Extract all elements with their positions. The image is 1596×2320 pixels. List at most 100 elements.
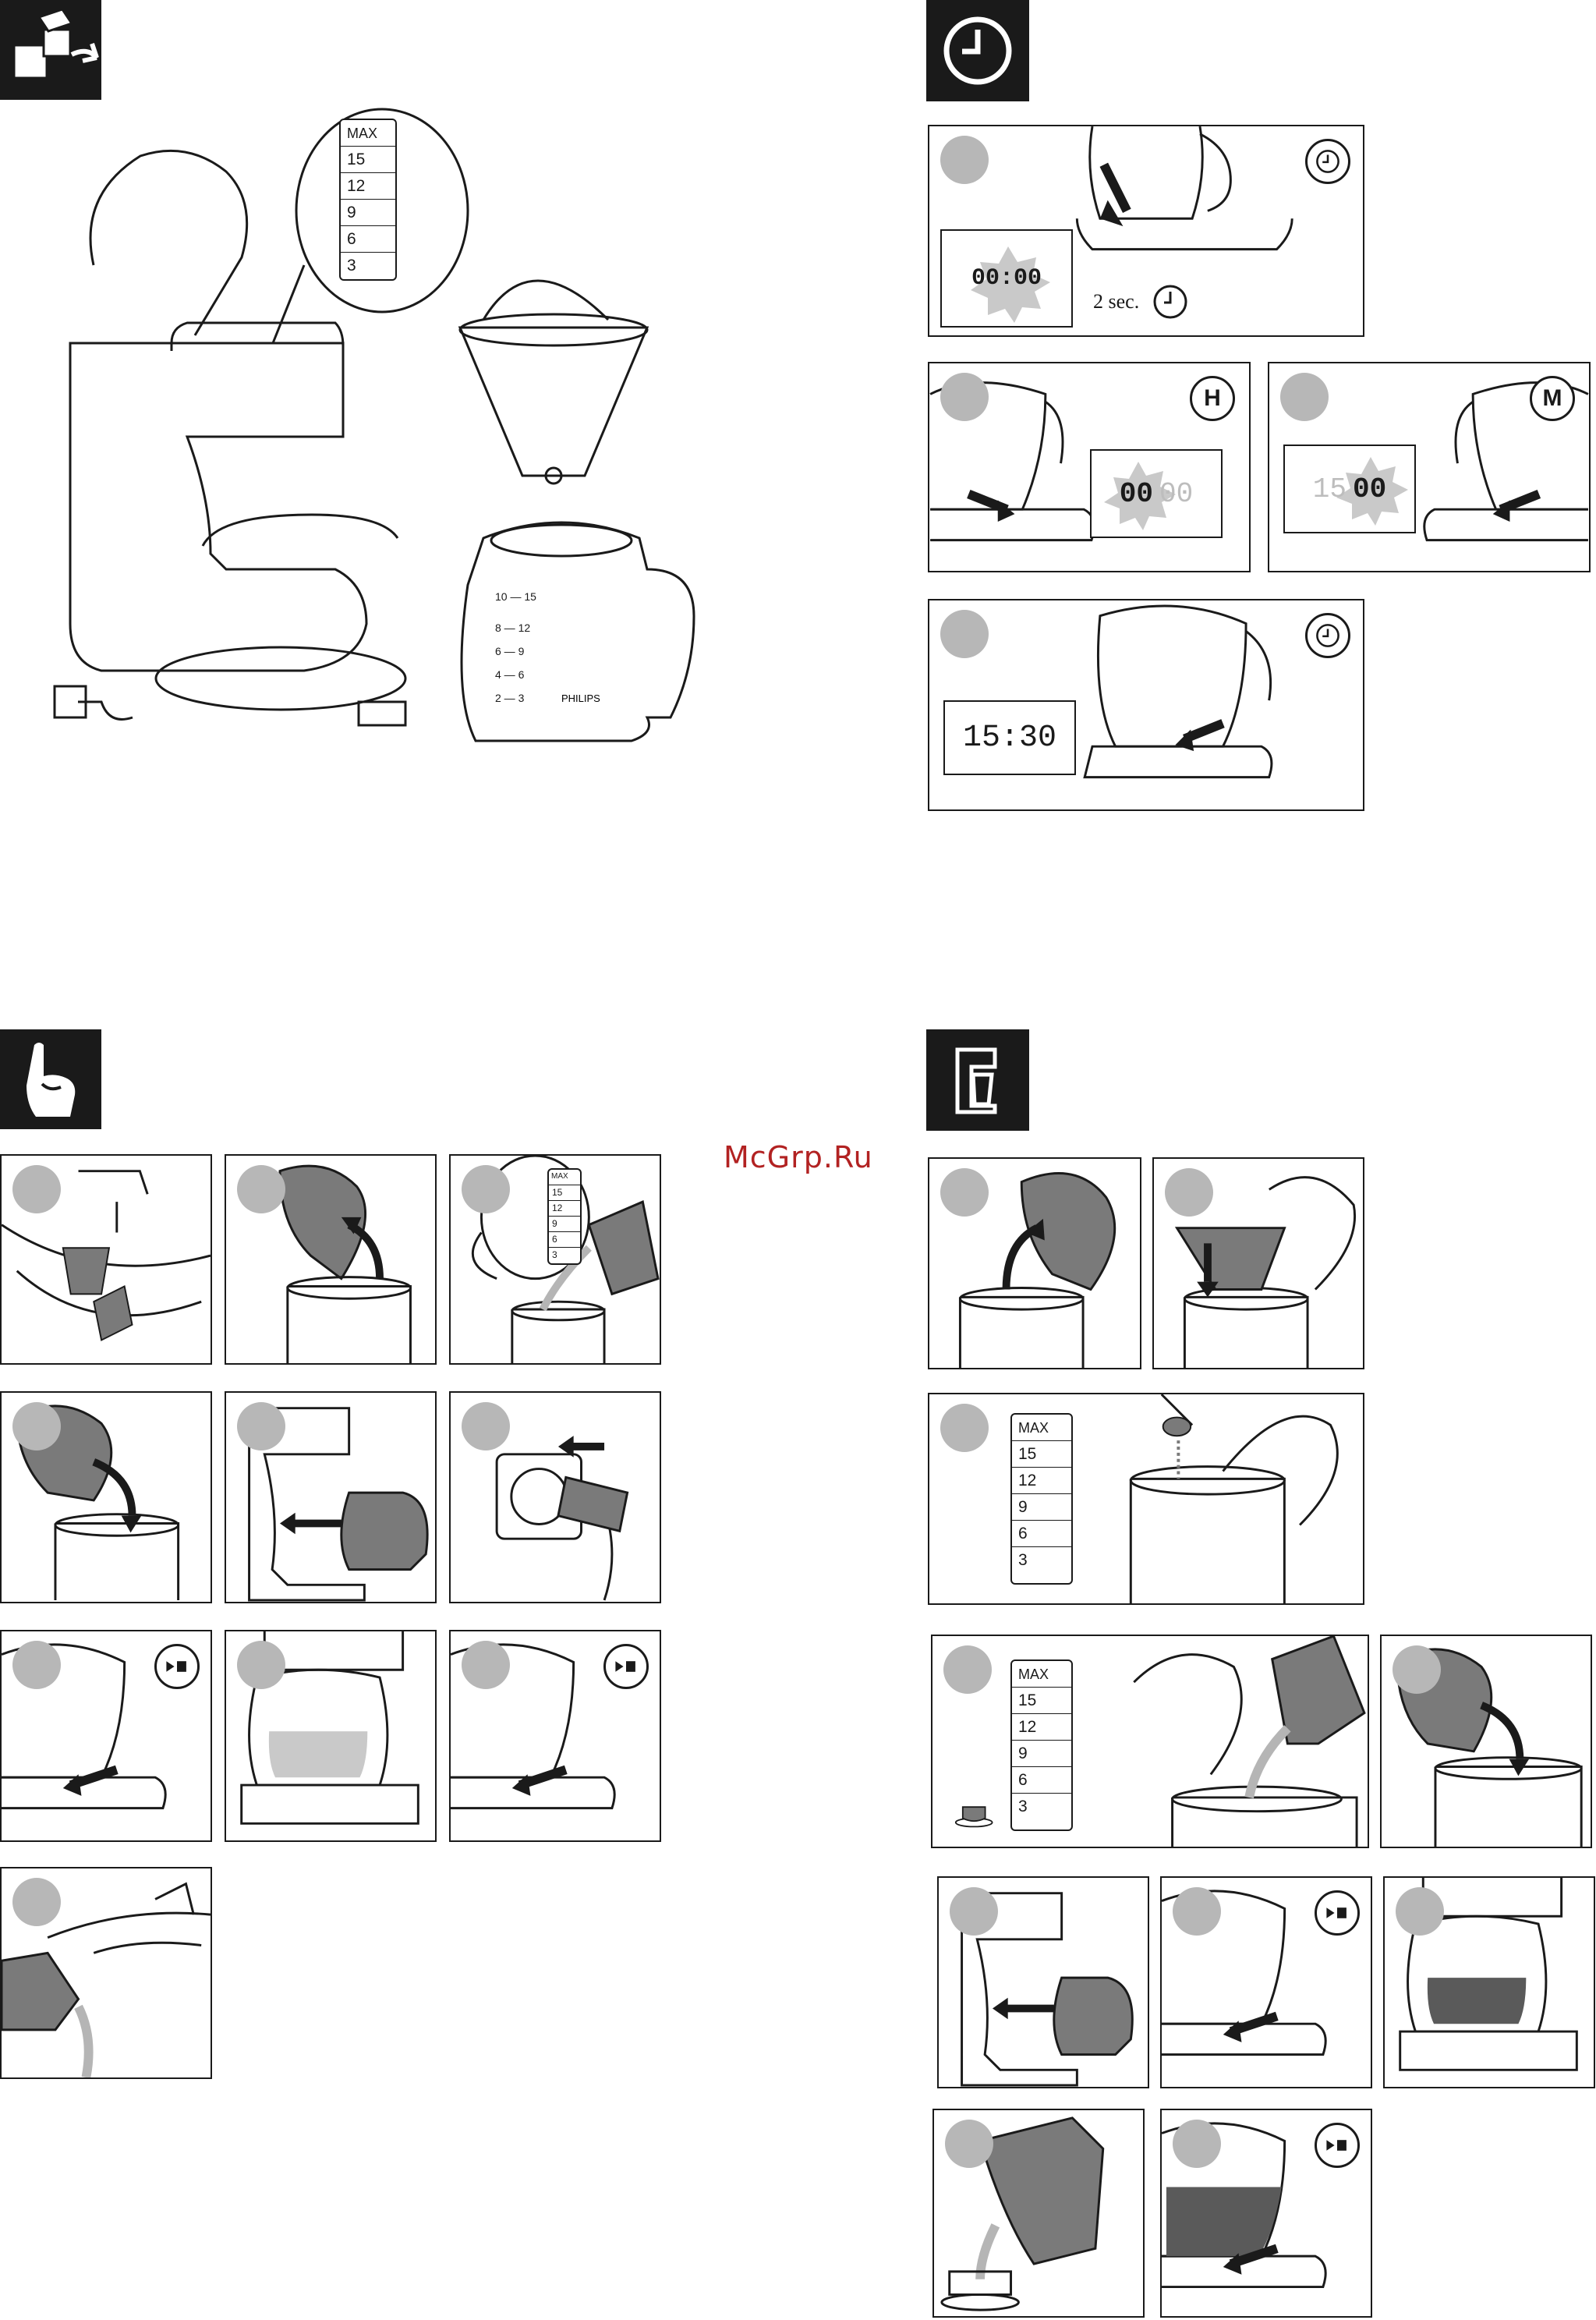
first-use-water-scale: MAX 15 12 9 6 3	[547, 1168, 582, 1265]
step-number-dot	[950, 1887, 998, 1936]
unpack-section-icon	[0, 0, 101, 100]
display-hours-dim: 15	[1313, 473, 1347, 505]
scale-level-12: 12	[1012, 1714, 1071, 1741]
scale-level-3: 3	[341, 253, 395, 279]
step-number-dot	[237, 1402, 285, 1450]
scale-level-12: 12	[549, 1201, 580, 1217]
start-stop-button-badge	[154, 1644, 200, 1689]
brew-step-add-coffee: MAX 15 12 9 6 3	[928, 1393, 1364, 1605]
first-use-step-place-jug	[225, 1391, 437, 1603]
brew-coffee-scale: MAX 15 12 9 6 3	[1010, 1413, 1073, 1585]
scale-max-label: MAX	[1012, 1415, 1071, 1441]
hold-duration-label: 2 sec.	[1093, 290, 1139, 313]
scale-level-12: 12	[1012, 1468, 1071, 1494]
jug-brand-text: PHILIPS	[561, 692, 600, 704]
step-number-dot	[943, 1645, 992, 1694]
brewing-section-icon	[926, 1029, 1029, 1131]
blink-starburst-icon	[1092, 451, 1224, 540]
clock-step-2: H 00 00	[928, 362, 1251, 572]
first-use-step-close-lid	[0, 1391, 212, 1603]
step-number-dot	[462, 1641, 510, 1689]
first-use-step-open-lid	[225, 1154, 437, 1365]
scale-level-6: 6	[341, 226, 395, 253]
clock-step-1: 00:00 2 sec.	[928, 125, 1364, 337]
first-use-step-rinse	[0, 1154, 212, 1365]
brew-step-insert-filter	[1152, 1157, 1364, 1369]
step-number-dot	[940, 1404, 989, 1452]
play-stop-icon	[1324, 2138, 1350, 2152]
first-use-step-stop	[449, 1630, 661, 1842]
scale-level-12: 12	[341, 173, 395, 200]
display-time: 15:30	[963, 721, 1056, 756]
clock-icon	[1315, 148, 1341, 175]
start-stop-button-badge	[1315, 2123, 1360, 2168]
play-stop-icon	[613, 1659, 639, 1674]
clock-icon	[1315, 622, 1341, 649]
scale-level-3: 3	[1012, 1547, 1071, 1574]
first-use-step-plug-in	[449, 1391, 661, 1603]
step-number-dot	[945, 2120, 993, 2168]
brew-step-place-jug	[937, 1876, 1149, 2088]
add-coffee-illustration	[929, 1394, 1363, 1603]
hour-button-badge: H	[1190, 376, 1235, 421]
scale-level-9: 9	[1012, 1494, 1071, 1521]
brew-step-pour-water: MAX 15 12 9 6 3	[931, 1635, 1369, 1848]
pointing-hand-icon	[0, 1029, 101, 1129]
first-use-section-icon	[0, 1029, 101, 1129]
scale-level-6: 6	[549, 1232, 580, 1248]
brew-water-scale: MAX 15 12 9 6 3	[1010, 1659, 1073, 1831]
step-number-dot	[1173, 1887, 1221, 1936]
scale-max-label: MAX	[1012, 1661, 1071, 1688]
brew-step-stop	[1160, 2109, 1372, 2318]
svg-text:8 — 12: 8 — 12	[495, 622, 530, 634]
coffee-cup-icon	[954, 1801, 996, 1829]
first-use-step-empty-jug	[0, 1867, 212, 2079]
first-use-step-fill-water: MAX 15 12 9 6 3	[449, 1154, 661, 1365]
first-use-step-press-start	[0, 1630, 212, 1842]
step-number-dot	[940, 1168, 989, 1217]
step-number-dot	[12, 1878, 61, 1926]
scale-level-15: 15	[1012, 1441, 1071, 1468]
step-number-dot	[940, 136, 989, 184]
overview-water-scale: MAX 15 12 9 6 3	[339, 119, 397, 281]
step-number-dot	[940, 610, 989, 658]
scale-level-3: 3	[549, 1248, 580, 1263]
display-hours: 00	[1120, 478, 1153, 510]
scale-level-9: 9	[549, 1217, 580, 1232]
step-number-dot	[1396, 1887, 1444, 1936]
display-blinking: 00:00	[940, 229, 1073, 328]
step-number-dot	[12, 1641, 61, 1689]
step-number-dot	[237, 1641, 285, 1689]
step-number-dot	[12, 1165, 61, 1213]
step-number-dot	[1280, 373, 1329, 421]
step-number-dot	[1165, 1168, 1213, 1217]
clock-button-badge	[1305, 139, 1350, 184]
svg-text:2 — 3: 2 — 3	[495, 692, 525, 704]
scale-level-6: 6	[1012, 1767, 1071, 1794]
scale-level-15: 15	[549, 1185, 580, 1201]
step-number-dot	[462, 1165, 510, 1213]
scale-level-9: 9	[1012, 1741, 1071, 1767]
appliance-overview: PHILIPS 10 — 15 8 — 12 6 — 9 4 — 6 2 — 3…	[47, 101, 702, 803]
brew-step-open-lid	[928, 1157, 1141, 1369]
start-stop-button-badge	[603, 1644, 649, 1689]
scale-level-3: 3	[1012, 1794, 1071, 1820]
pour-water-illustration	[932, 1636, 1368, 1847]
scale-max-label: MAX	[549, 1170, 580, 1185]
play-stop-icon	[164, 1659, 190, 1674]
display-set-time: 15:30	[943, 700, 1076, 775]
minute-button-badge: M	[1530, 376, 1575, 421]
unpack-box-icon	[0, 0, 101, 100]
watermark-text: McGrp.Ru	[724, 1140, 873, 1174]
display-minutes: 00	[1353, 473, 1386, 505]
brew-step-press-start	[1160, 1876, 1372, 2088]
start-stop-button-badge	[1315, 1890, 1360, 1936]
clock-button-badge	[1305, 613, 1350, 658]
display-minutes-dim: 00	[1159, 478, 1193, 510]
scale-level-6: 6	[1012, 1521, 1071, 1547]
display-hours-blinking: 00 00	[1090, 449, 1223, 538]
scale-level-9: 9	[341, 200, 395, 226]
scale-level-15: 15	[1012, 1688, 1071, 1714]
clock-icon	[926, 0, 1029, 101]
clock-step-4: 15:30	[928, 599, 1364, 811]
